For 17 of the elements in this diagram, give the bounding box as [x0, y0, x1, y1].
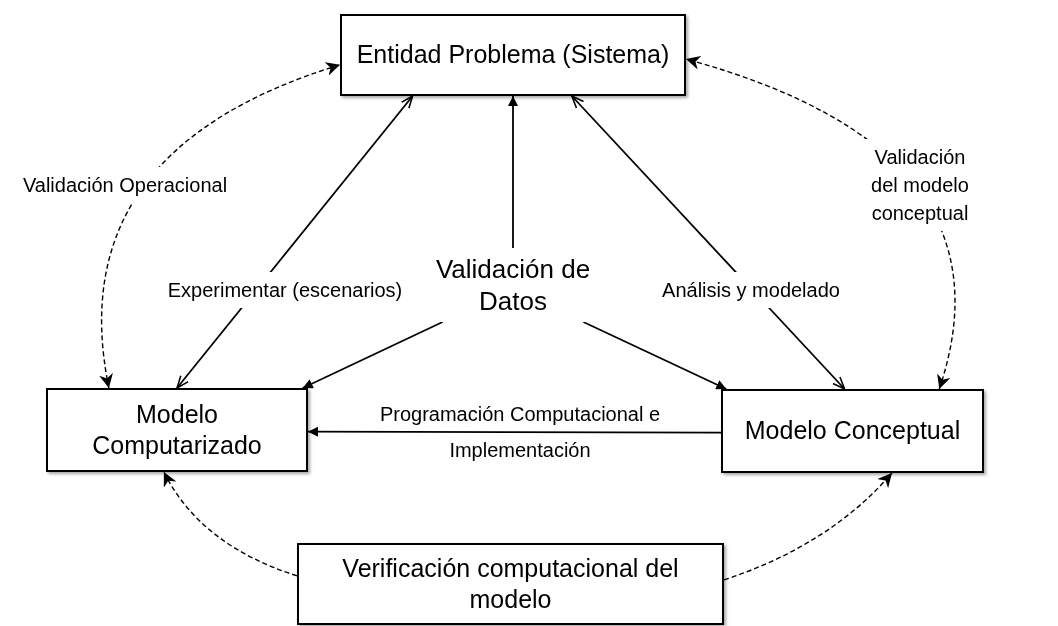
process-box	[340, 14, 686, 96]
process-box	[297, 543, 724, 625]
process-box	[46, 388, 308, 472]
arrow	[99, 62, 341, 389]
arrow	[723, 472, 893, 581]
edge-label: Programación Computacional e Implementación	[378, 402, 662, 463]
node-text: Entidad Problema (Sistema)	[355, 39, 671, 71]
node-text: Validación de Datos	[434, 252, 592, 318]
arrow	[163, 471, 298, 577]
node-text: Modelo Conceptual	[743, 415, 962, 447]
node-text: Modelo Computarizado	[91, 398, 263, 461]
node-text: Verificación computacional del modelo	[341, 552, 680, 615]
arrow	[508, 95, 518, 249]
arrow	[307, 426, 722, 437]
process-box	[721, 389, 984, 473]
arrow	[301, 321, 444, 389]
arrow	[582, 321, 728, 390]
